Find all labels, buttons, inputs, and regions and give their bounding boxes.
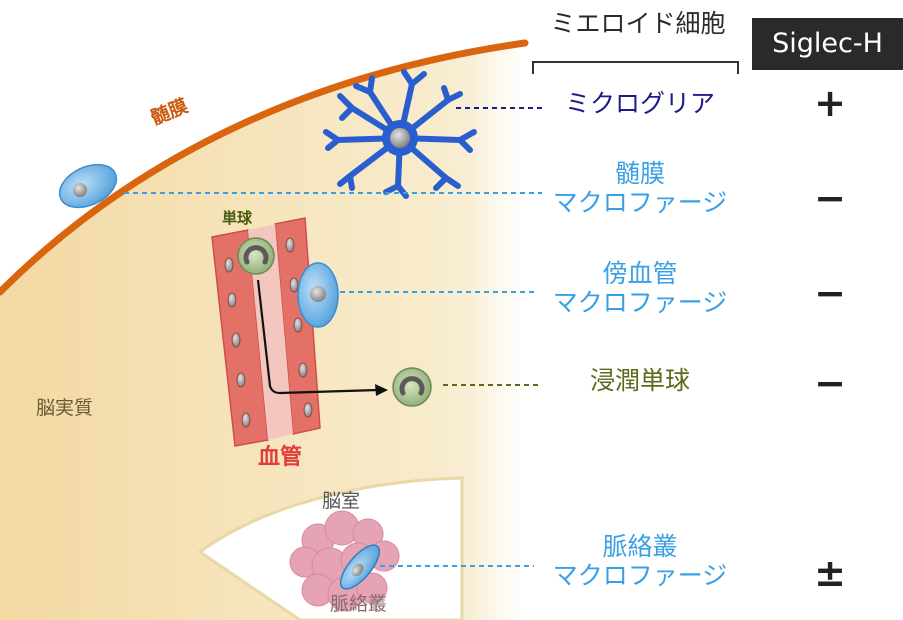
siglec-symbol-perivascular: − xyxy=(800,272,860,316)
monocyte-label: 単球 xyxy=(222,210,252,227)
row-name-choroid-plexus-macrophage: 脈絡叢 マクロファージ xyxy=(520,533,760,591)
choroid-plexus-label: 脈絡叢 xyxy=(330,594,387,616)
myeloid-bracket xyxy=(533,62,738,74)
infiltrating-monocyte xyxy=(393,368,431,406)
blood-vessel-label: 血管 xyxy=(258,445,302,470)
siglec-h-header: Siglec-H xyxy=(752,18,903,70)
siglec-symbol-meningeal: − xyxy=(800,177,860,221)
siglec-symbol-monocyte: − xyxy=(800,362,860,406)
siglec-symbol-choroid: ± xyxy=(800,552,860,596)
row-name-infiltrating-monocyte: 浸潤単球 xyxy=(520,367,760,396)
row-name-microglia: ミクログリア xyxy=(520,90,760,119)
vessel-monocyte xyxy=(238,238,274,274)
siglec-symbol-microglia: + xyxy=(800,82,860,126)
row-name-perivascular-macrophage: 傍血管 マクロファージ xyxy=(520,260,760,318)
myeloid-cells-header: ミエロイド細胞 xyxy=(532,10,744,39)
parenchyma-label: 脳実質 xyxy=(36,398,93,420)
perivascular-macrophage xyxy=(298,263,338,327)
ventricle-label: 脳室 xyxy=(322,491,360,513)
row-name-meningeal-macrophage: 髄膜 マクロファージ xyxy=(520,160,760,218)
